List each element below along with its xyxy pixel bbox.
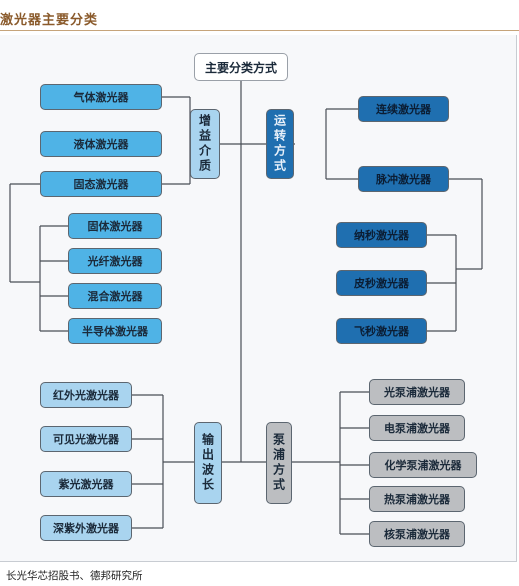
gas-laser-node: 气体激光器 [40, 84, 162, 110]
semiconductor-laser-node: 半导体激光器 [68, 318, 162, 344]
hybrid-laser-node: 混合激光器 [68, 283, 162, 309]
infrared-laser-node: 红外光激光器 [40, 382, 132, 408]
chemical-pump-laser-node: 化学泵浦激光器 [369, 452, 477, 478]
fiber-laser-node: 光纤激光器 [68, 248, 162, 274]
root-node: 主要分类方式 [194, 53, 288, 81]
category-operation-mode: 运转方式 [266, 109, 294, 179]
solid-state-laser-node: 固态激光器 [40, 171, 162, 197]
thermal-pump-laser-node: 热泵浦激光器 [369, 486, 465, 512]
page-title: 激光器主要分类 [0, 13, 99, 28]
source-note: 长光华芯招股书、德邦研究所 [6, 570, 143, 582]
nanosecond-laser-node: 纳秒激光器 [336, 222, 427, 248]
liquid-laser-node: 液体激光器 [40, 131, 162, 157]
optical-pump-laser-node: 光泵浦激光器 [369, 379, 465, 405]
violet-laser-node: 紫光激光器 [40, 471, 132, 497]
femtosecond-laser-node: 飞秒激光器 [336, 318, 427, 344]
deep-uv-laser-node: 深紫外激光器 [40, 515, 132, 541]
picosecond-laser-node: 皮秒激光器 [336, 270, 427, 296]
solid-laser-node: 固体激光器 [68, 213, 162, 239]
continuous-laser-node: 连续激光器 [358, 96, 449, 122]
nuclear-pump-laser-node: 核泵浦激光器 [369, 521, 465, 547]
category-pump-mode: 泵浦方式 [266, 422, 292, 504]
category-output-wavelength: 输出波长 [194, 422, 222, 504]
electrical-pump-laser-node: 电泵浦激光器 [369, 415, 465, 441]
visible-laser-node: 可见光激光器 [40, 426, 132, 452]
pulsed-laser-node: 脉冲激光器 [358, 166, 449, 192]
title-divider [0, 30, 519, 31]
category-gain-medium: 增益介质 [190, 109, 220, 179]
